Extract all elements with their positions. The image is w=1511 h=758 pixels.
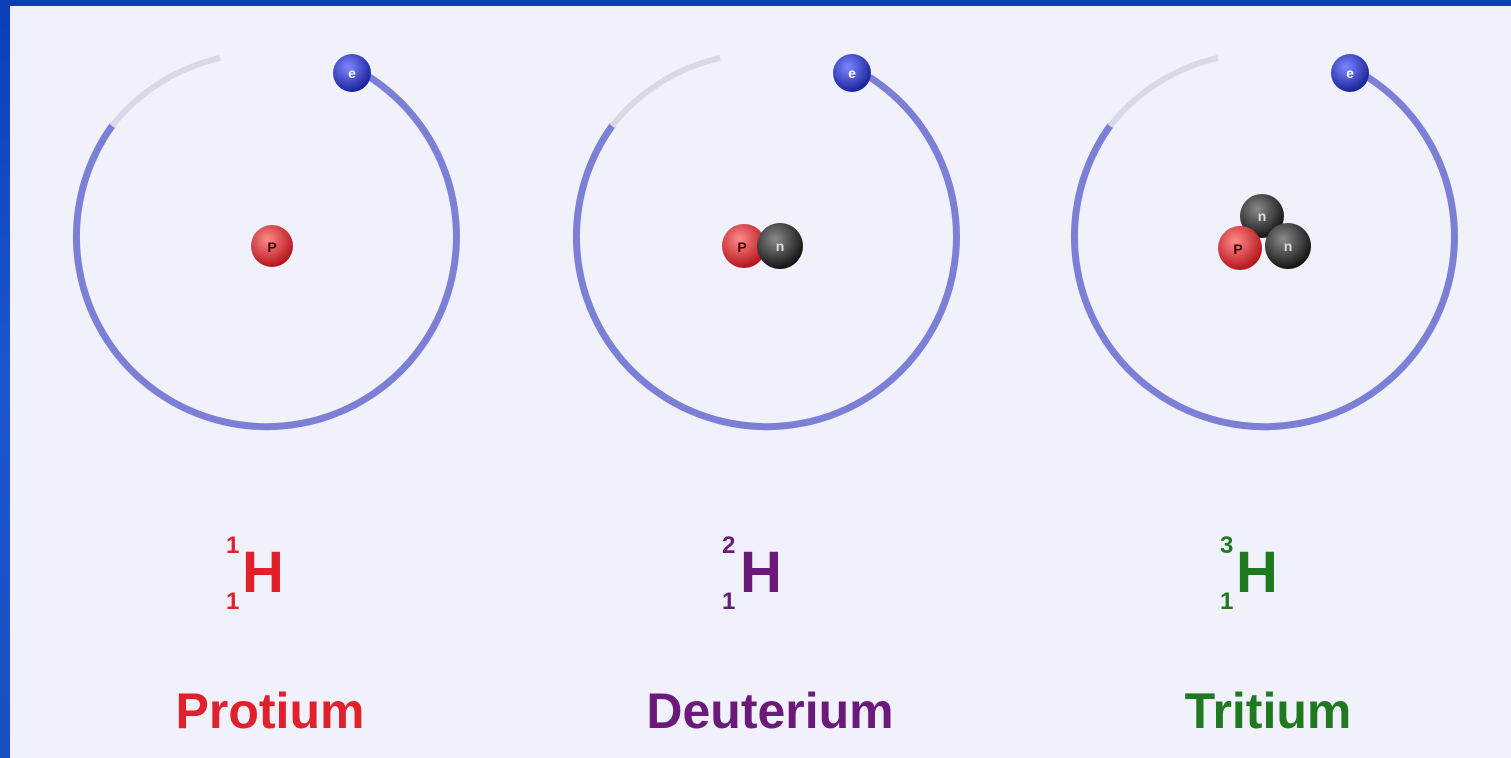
mass-number: 2	[722, 532, 736, 559]
atom-protium: e P	[72, 54, 460, 431]
neutron	[1265, 223, 1311, 269]
proton-label: P	[1233, 241, 1242, 257]
electron	[833, 54, 871, 92]
isotope-protium: e P 1 1 H Protium	[30, 6, 510, 758]
nuclide-symbol: 1 1 H	[30, 526, 510, 616]
neutron-label: n	[1258, 208, 1267, 224]
isotope-name: Deuterium	[646, 683, 894, 739]
neutron	[757, 223, 803, 269]
electron	[333, 54, 371, 92]
electron-label: e	[848, 65, 856, 81]
mass-number: 3	[1220, 532, 1234, 559]
electron	[1331, 54, 1369, 92]
element-symbol: H	[740, 540, 782, 605]
isotope-tritium: e n P n 3 1 H Tritium	[1028, 6, 1508, 758]
orbit-ring-faded	[109, 55, 221, 128]
proton	[251, 225, 293, 267]
mass-number: 1	[226, 532, 240, 559]
neutron-label: n	[776, 238, 785, 254]
isotope-deuterium: e P n 2 1 H Deuterium	[530, 6, 1010, 758]
proton	[722, 224, 766, 268]
isotope-name: Protium	[175, 683, 365, 739]
electron-label: e	[1346, 65, 1354, 81]
orbit-ring	[72, 74, 460, 431]
isotope-name: Tritium	[1184, 683, 1352, 739]
electron-label: e	[348, 65, 356, 81]
atomic-number: 1	[226, 588, 240, 615]
orbit-ring-faded	[1107, 55, 1219, 128]
atomic-number: 1	[722, 588, 736, 615]
nuclide-symbol: 2 1 H	[530, 526, 1010, 616]
atom-deuterium: e P n	[572, 54, 960, 431]
element-symbol: H	[242, 540, 284, 605]
diagram-panel: e P 1 1 H Protium	[10, 6, 1511, 758]
proton-label: P	[737, 239, 746, 255]
orbit-ring	[572, 74, 960, 431]
nuclide-symbol: 3 1 H	[1028, 526, 1508, 616]
atomic-number: 1	[1220, 588, 1234, 615]
proton-label: P	[267, 239, 276, 255]
neutron	[1240, 194, 1284, 238]
neutron-label: n	[1284, 238, 1293, 254]
element-symbol: H	[1236, 540, 1278, 605]
proton	[1218, 226, 1262, 270]
orbit-ring	[1070, 74, 1458, 431]
orbit-ring-faded	[609, 55, 721, 128]
atom-tritium: e n P n	[1070, 54, 1458, 431]
